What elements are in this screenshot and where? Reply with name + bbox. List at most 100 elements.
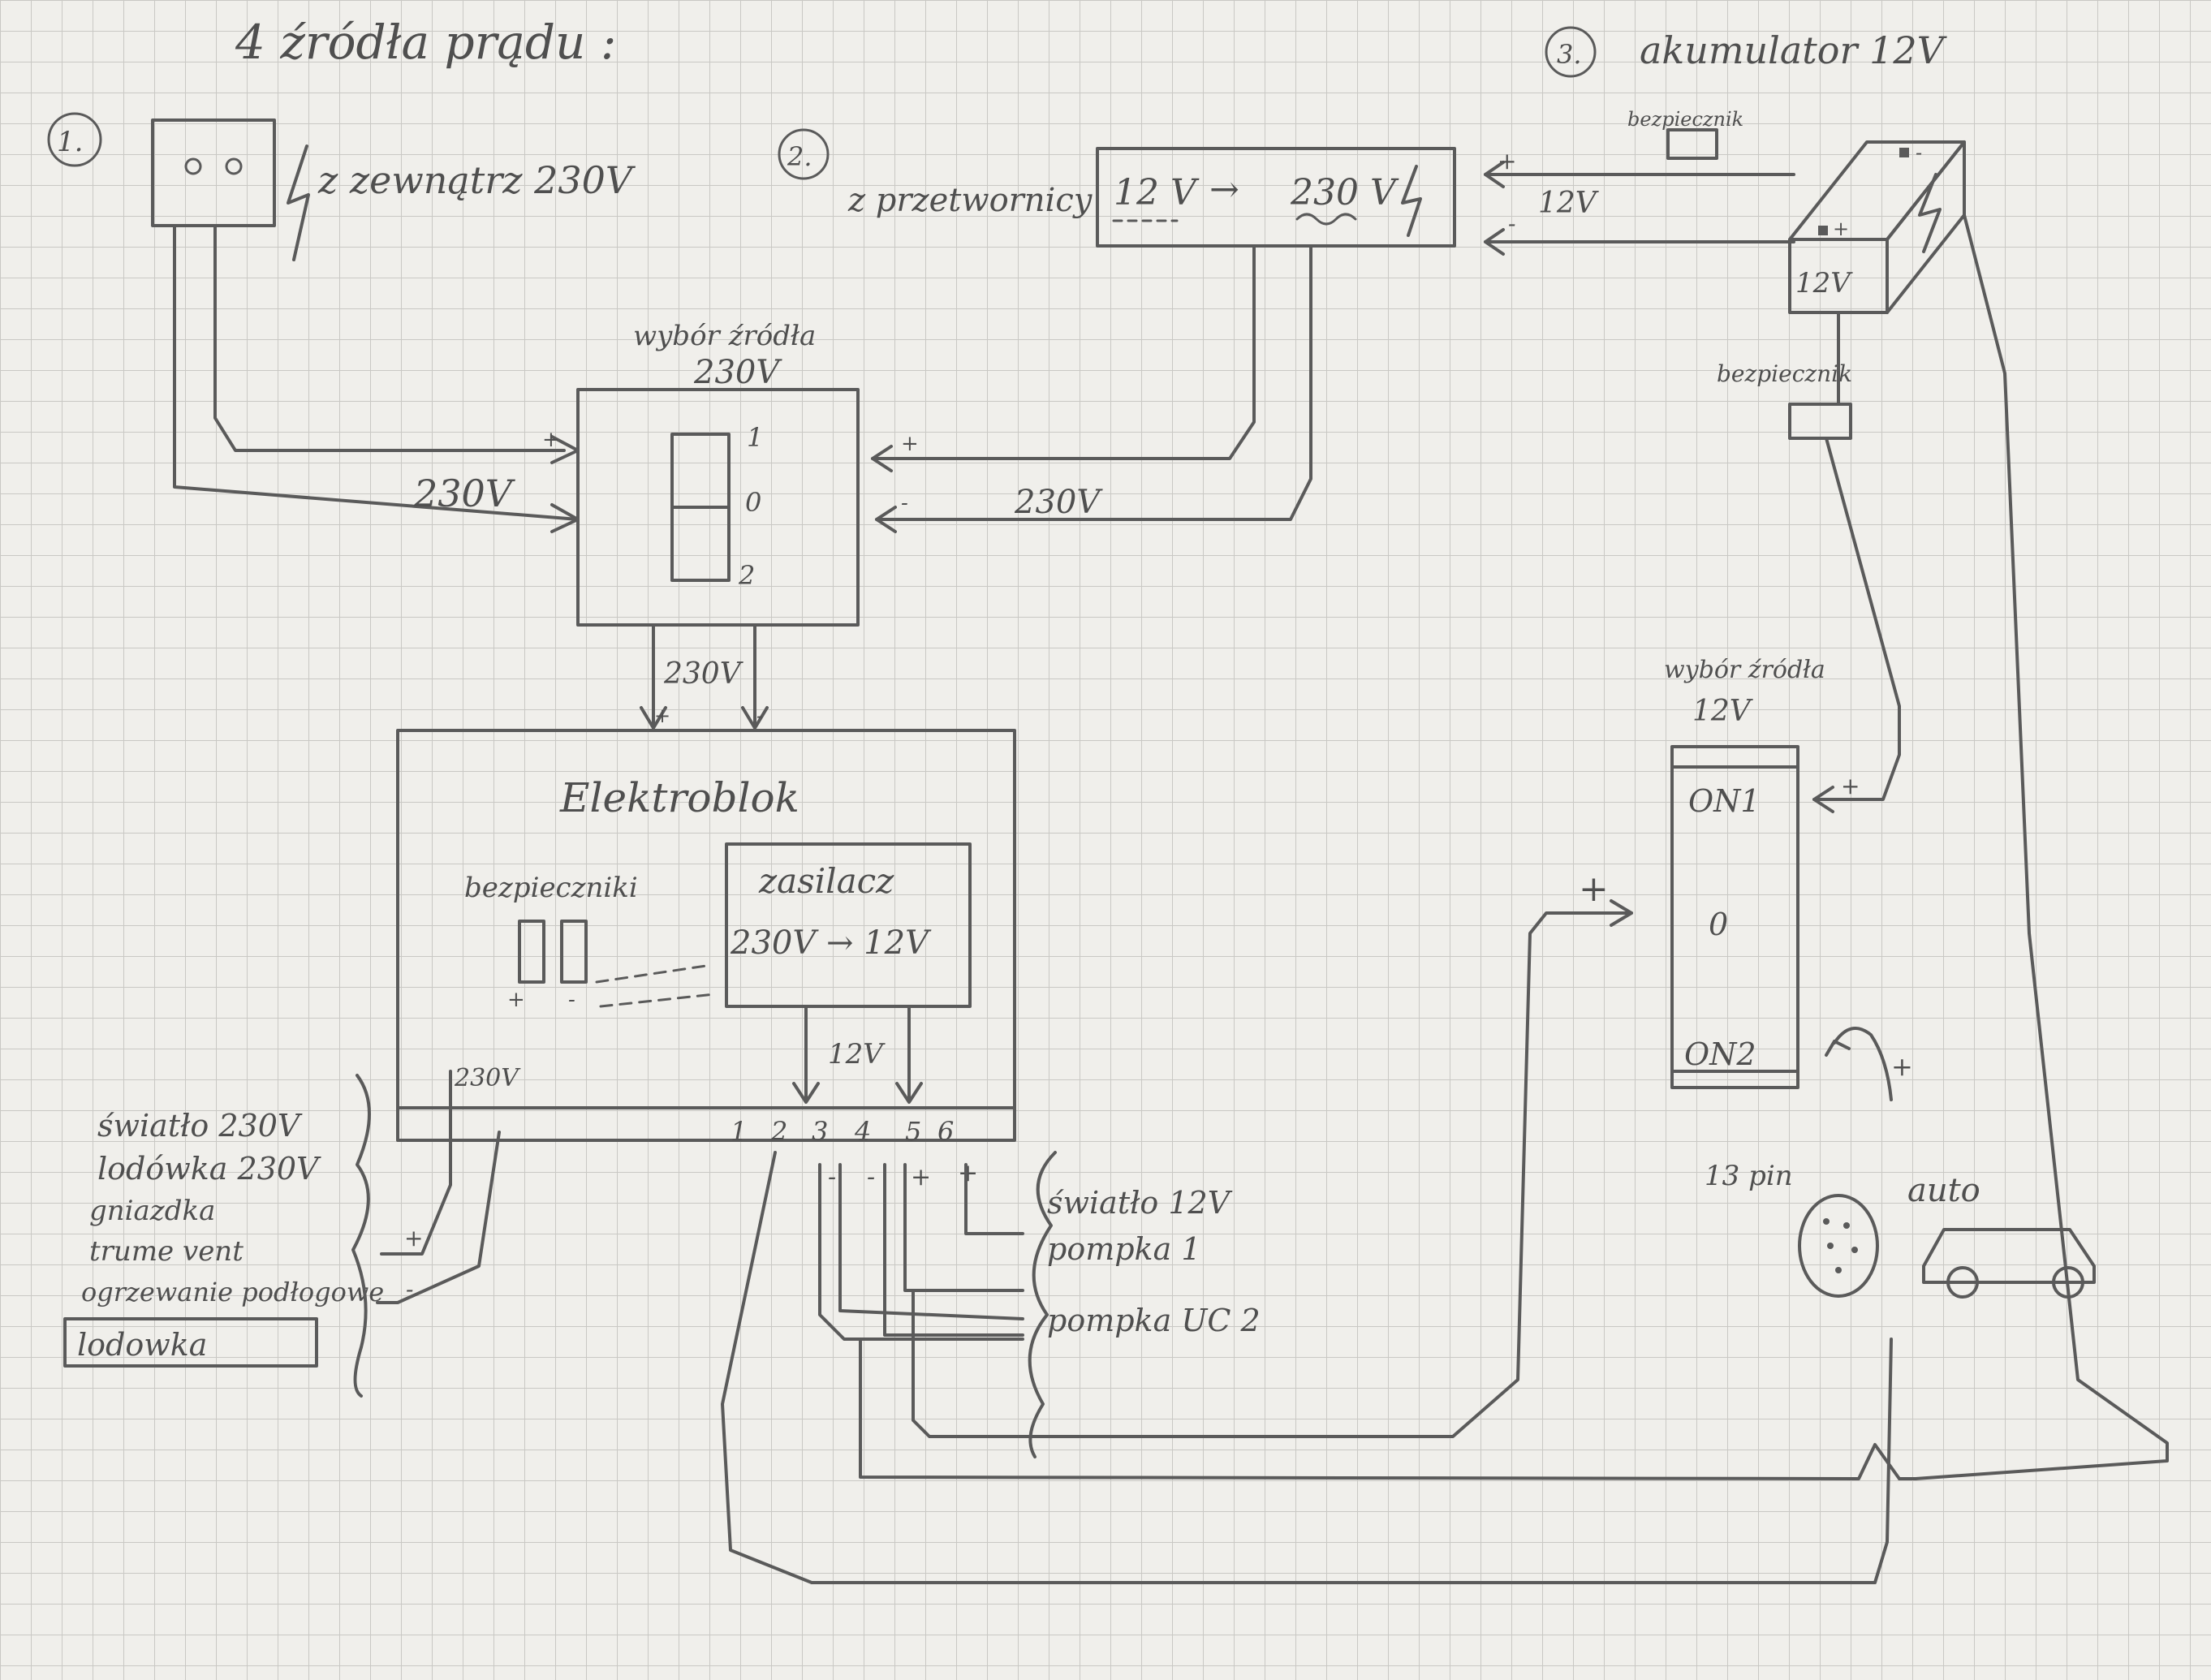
source-3-label: akumulator 12V [1640, 28, 1948, 72]
consumer-230-4: trume vent [89, 1235, 244, 1268]
wire-s2-minus [875, 244, 1312, 521]
battery-fuse-bottom-label: bezpiecznik [1717, 360, 1852, 387]
pin [1827, 1243, 1834, 1249]
selector230-title: wybór źródła [633, 320, 816, 352]
wire-230-consumers-minus [376, 1131, 501, 1304]
pin [1851, 1247, 1858, 1253]
arrow-12v-a [792, 1082, 820, 1104]
pin [1835, 1267, 1842, 1273]
wire-car-to-on2 [1833, 1027, 1893, 1101]
battery-minus-sign: - [1916, 141, 1922, 164]
consumer-230-3: gniazdka [89, 1195, 215, 1227]
wire-battery-minus-return [1898, 213, 2169, 1480]
selector12-on1: ON1 [1688, 783, 1761, 819]
wire-terminal-2-pump2 [818, 1163, 1024, 1341]
elektroblok-title: Elektroblok [559, 774, 799, 821]
selector12-voltage: 12V [1692, 695, 1754, 728]
arrow-on1 [1812, 786, 1834, 813]
s2-voltage-label: 230V [1014, 484, 1103, 521]
wire-s2-plus [871, 244, 1256, 460]
terminal-sign-4: + [958, 1159, 978, 1187]
inverter-output: 230 V [1290, 172, 1399, 213]
s2-minus-sign: - [901, 491, 908, 515]
source-1-label: z zewnątrz 230V [317, 158, 636, 202]
supply-out-voltage: 12V [828, 1038, 886, 1070]
source-1-number: 1. [57, 126, 83, 158]
terminal-sign-2: - [867, 1163, 875, 1191]
battery-plus-sign: + [1833, 218, 1849, 240]
wire-terminal-1-to-car [721, 1151, 1893, 1584]
s1-plus-sign: + [542, 428, 560, 452]
terminal-2: 2 [770, 1116, 787, 1147]
inverter-arrow: → [1209, 169, 1239, 210]
pin [1843, 1222, 1850, 1229]
consumer-12-2: pompka 1 [1047, 1231, 1201, 1267]
selector12-title: wybór źródła [1664, 656, 1825, 684]
consumer-230-2: lodówka 230V [97, 1151, 321, 1187]
inverter-box [1096, 147, 1456, 248]
consumers-230-brace [351, 1074, 371, 1398]
socket-hole-right [225, 157, 243, 175]
on1-plus-sign: + [1841, 773, 1860, 799]
consumer-12-1: światło 12V [1047, 1185, 1233, 1221]
wire-s1-minus [173, 224, 580, 521]
terminal-1: 1 [731, 1116, 747, 1147]
fuses-label: bezpieczniki [464, 872, 638, 904]
battery-minus-terminal [1899, 148, 1909, 157]
battery-lightning-icon [1918, 173, 1942, 253]
wall-socket-icon [151, 118, 276, 227]
source-2-label: z przetwornicy [847, 182, 1093, 219]
selector230-out-minus: - [756, 704, 763, 727]
car-label: auto [1907, 1172, 1980, 1209]
terminal-sign-3: + [911, 1163, 931, 1191]
fuse-2-mark: - [568, 988, 575, 1012]
inverter-feed-voltage: 12V [1538, 187, 1600, 220]
power-supply-title: zasilacz [758, 861, 894, 901]
consumer-230-boxed-frame [63, 1317, 318, 1368]
fuse-1-mark: + [507, 988, 525, 1012]
consumer-12-3: pompka UC 2 [1047, 1303, 1261, 1338]
arrow-out-minus [741, 706, 769, 730]
wire-230-consumers-plus [380, 1070, 452, 1256]
lightning-icon [287, 144, 310, 261]
inverter-input: 12 V [1114, 172, 1200, 213]
selector230-pos-1: 1 [747, 422, 763, 453]
elektroblok-230-out: 230V [454, 1064, 521, 1092]
power-supply-ratio: 230V → 12V [730, 924, 932, 962]
car-icon [1922, 1228, 2096, 1284]
fuse-to-supply-wire-1 [595, 964, 708, 984]
wire-fuse-to-on1 [1812, 437, 1901, 801]
battery-side-face [1886, 140, 1966, 314]
selector230-out-voltage: 230V [663, 657, 744, 691]
consumers-230-plus: + [404, 1225, 423, 1251]
diagram-title: 4 źródła prądu : [235, 15, 616, 70]
battery-top-face [1788, 140, 1966, 241]
car-wheel-rear [2052, 1266, 2084, 1299]
on1-side-plus: + [1579, 868, 1609, 910]
arrow-s2-plus [871, 445, 893, 472]
s2-plus-sign: + [901, 432, 919, 456]
selector12-on2: ON2 [1684, 1036, 1756, 1072]
source-3-marker [1545, 26, 1597, 78]
fuse-to-supply-wire-2 [599, 993, 716, 1008]
consumers-230-minus: - [406, 1276, 413, 1303]
arrow-out-plus [640, 706, 667, 730]
battery-fuse-top-label: bezpiecznik [1627, 108, 1743, 131]
arrow-on2 [1825, 1040, 1851, 1057]
selector12-box [1670, 745, 1799, 1089]
power-supply-box [725, 842, 972, 1008]
terminal-3: 3 [812, 1116, 828, 1147]
s1-voltage-label: 230V [413, 472, 516, 515]
elektroblok-box [396, 729, 1016, 1142]
wire-to-12v-selector-plus [912, 911, 1633, 1438]
inverter-plus-sign: + [1498, 148, 1516, 174]
source-2-number: 2. [787, 141, 812, 172]
on2-plus-sign: + [1891, 1051, 1913, 1082]
battery-fuse-bottom-icon [1788, 403, 1852, 440]
selector230-pos-0: 0 [745, 487, 761, 518]
selector230-box [576, 388, 860, 627]
source-3-number: 3. [1557, 39, 1582, 70]
source-1-marker [47, 112, 102, 167]
arrow-12v-b [895, 1082, 923, 1104]
